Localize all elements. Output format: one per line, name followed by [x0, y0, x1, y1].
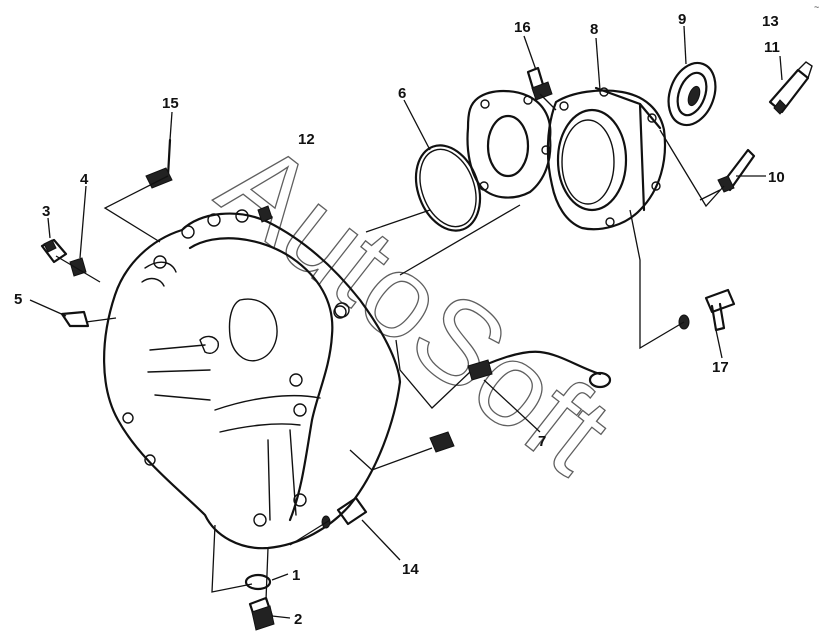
- screw-15: [145, 138, 173, 189]
- o-ring: [414, 144, 482, 232]
- callout-15: 15: [162, 95, 179, 112]
- callout-11: 11: [764, 39, 780, 56]
- clutch-housing: [103, 205, 402, 550]
- callout-16: 16: [514, 19, 531, 36]
- callout-pointers: [29, 25, 783, 619]
- callout-3: 3: [42, 203, 50, 220]
- bolt-5: [60, 310, 90, 328]
- corner-mark: ~: [814, 2, 819, 12]
- bolt-17: [678, 288, 736, 332]
- callout-13: 13: [762, 13, 779, 30]
- callout-9: 9: [678, 11, 686, 28]
- bolt-14: [321, 431, 455, 529]
- drain-plug: [244, 573, 275, 631]
- callout-10: 10: [768, 169, 785, 186]
- bracket-7: [334, 302, 612, 389]
- callout-1: 1: [292, 567, 300, 584]
- callout-14: 14: [402, 561, 419, 578]
- assembly-lines: [55, 93, 725, 601]
- sensor: [768, 61, 813, 115]
- callout-7: 7: [538, 433, 546, 450]
- callout-12: 12: [298, 131, 315, 148]
- bolt-3: [40, 238, 68, 264]
- callout-6: 6: [398, 85, 406, 102]
- bearing-retainer: [546, 86, 667, 231]
- gasket-plate: [466, 89, 552, 199]
- watermark: AutoSoft: [196, 116, 634, 499]
- callout-4: 4: [80, 171, 89, 188]
- bolt-16: [526, 66, 553, 101]
- oil-seal: [667, 61, 717, 127]
- callout-2: 2: [294, 611, 302, 628]
- callout-labels: 15 12 4 3 5 6 16 8 9 13 11 10 17 7 14 1 …: [14, 11, 785, 628]
- bolt-4: [69, 257, 87, 277]
- callout-17: 17: [712, 359, 729, 376]
- callout-5: 5: [14, 291, 22, 308]
- callout-8: 8: [590, 21, 598, 38]
